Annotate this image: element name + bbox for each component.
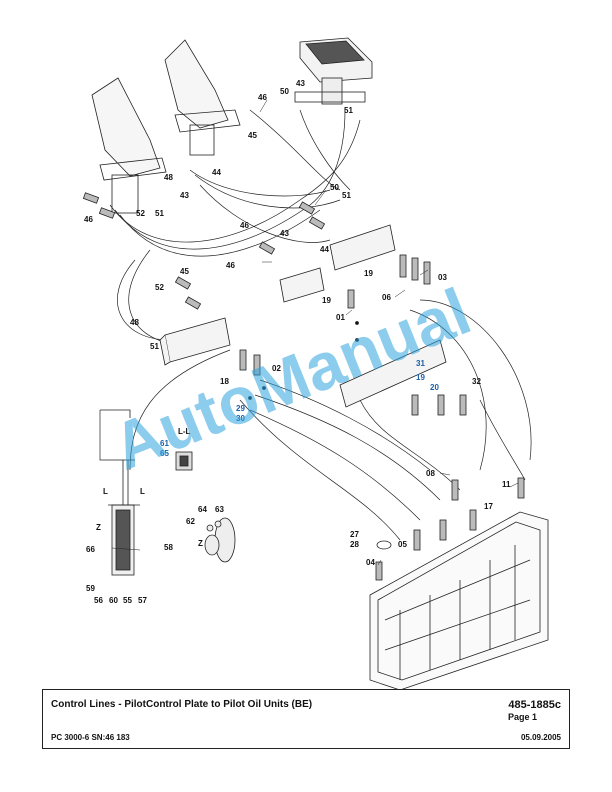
fittings: [82, 192, 525, 581]
callout: 48: [130, 318, 139, 327]
callout: 59: [86, 584, 95, 593]
callout-labels: 46 50 43 51 45 44 48 52 51 43 50 51 46 4…: [84, 79, 511, 605]
callout: 61: [160, 439, 169, 448]
callout: 46: [84, 215, 93, 224]
leader-lines: [111, 99, 519, 566]
callout: 57: [138, 596, 147, 605]
callout: 27: [350, 530, 359, 539]
valve-block-1: [159, 317, 231, 366]
callout: Z: [198, 539, 203, 548]
callout: 51: [155, 209, 164, 218]
exploded-diagram: 46 50 43 51 45 44 48 52 51 43 50 51 46 4…: [82, 37, 549, 690]
pedal-middle: [164, 39, 241, 156]
callout: 52: [155, 283, 164, 292]
callout: 02: [272, 364, 281, 373]
pilot-control-plate: [369, 511, 549, 690]
callout: 30: [236, 414, 245, 423]
callout: L-L: [178, 427, 191, 436]
callout: 03: [438, 273, 447, 282]
callout: 55: [123, 596, 132, 605]
valve-block-2: [329, 224, 396, 271]
callout: 20: [430, 383, 439, 392]
document-number: 485-1885c: [508, 699, 561, 711]
callout: 50: [280, 87, 289, 96]
hose-bundle: [109, 109, 532, 541]
callout: 43: [296, 79, 305, 88]
pedal-right: [294, 37, 373, 105]
callout: 65: [160, 449, 169, 458]
callout: 19: [416, 373, 425, 382]
callout: 46: [258, 93, 267, 102]
pedal-left: [91, 77, 167, 214]
callout: 06: [382, 293, 391, 302]
page-number: Page 1: [507, 712, 537, 722]
callout: 51: [342, 191, 351, 200]
callout: Z: [96, 523, 101, 532]
callout: 19: [322, 296, 331, 305]
callout: 56: [94, 596, 103, 605]
callout: 18: [220, 377, 229, 386]
callout: 43: [180, 191, 189, 200]
valve-block-4: [339, 339, 447, 408]
callout: 48: [164, 173, 173, 182]
valve-block-3: [279, 267, 325, 303]
callout: 58: [164, 543, 173, 552]
callout: 66: [86, 545, 95, 554]
callout: 17: [484, 502, 493, 511]
callout: 52: [136, 209, 145, 218]
drawing-title: Control Lines - PilotControl Plate to Pi…: [51, 699, 313, 710]
callout: 29: [236, 404, 245, 413]
callout: 08: [426, 469, 435, 478]
connector-strip: [99, 409, 140, 576]
seal-27-28: [376, 540, 392, 550]
callout: 50: [330, 183, 339, 192]
callout: 46: [226, 261, 235, 270]
junction-dots: [248, 321, 359, 400]
callout: 63: [215, 505, 224, 514]
callout: 05: [398, 540, 407, 549]
callout: 45: [248, 131, 257, 140]
callout: 51: [150, 342, 159, 351]
callout: 60: [109, 596, 118, 605]
title-block: Control Lines - PilotControl Plate to Pi…: [42, 689, 570, 749]
callout: L: [103, 487, 108, 496]
callout: 43: [280, 229, 289, 238]
document-date: 05.09.2005: [520, 733, 561, 742]
callout: 46: [240, 221, 249, 230]
callout: 32: [472, 377, 481, 386]
model-serial: PC 3000-6 SN:46 183: [51, 733, 130, 742]
detail-65: [175, 451, 193, 471]
callout: 45: [180, 267, 189, 276]
callout: 44: [212, 168, 221, 177]
callout: 11: [502, 480, 511, 489]
callout: 31: [416, 359, 425, 368]
detail-62-64: [204, 517, 236, 563]
callout: 44: [320, 245, 329, 254]
callout: 01: [336, 313, 345, 322]
callout: 64: [198, 505, 207, 514]
callout: L: [140, 487, 145, 496]
callout: 51: [344, 106, 353, 115]
callout: 19: [364, 269, 373, 278]
callout: 04: [366, 558, 375, 567]
callout: 62: [186, 517, 195, 526]
callout: 28: [350, 540, 359, 549]
